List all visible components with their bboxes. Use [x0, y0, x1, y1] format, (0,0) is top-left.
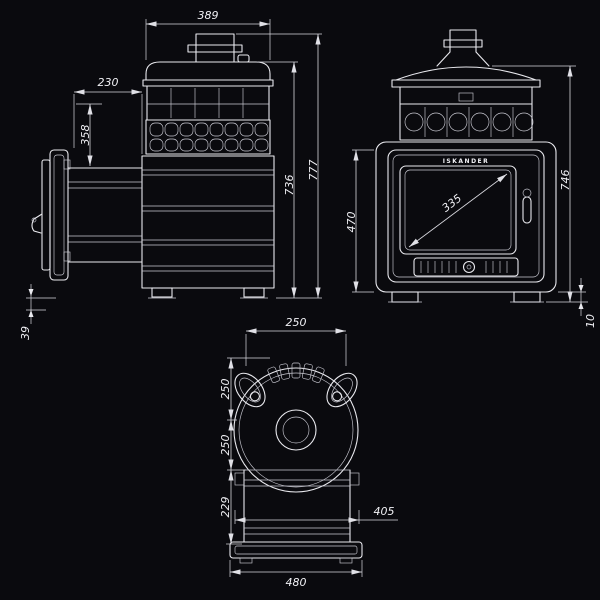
side-chimney — [187, 33, 250, 63]
dim-label-base-width: 405 — [374, 505, 395, 518]
side-convection-cells — [149, 122, 269, 152]
top-base-flange — [229, 541, 363, 564]
dim-tunnel-height: 358 — [76, 103, 102, 166]
front-view: ISKANDER 335 — [345, 29, 597, 328]
top-body — [234, 469, 360, 543]
side-fuel-tunnel — [31, 149, 143, 281]
dim-overall-width: 480 — [229, 560, 363, 589]
front-door-handle — [522, 188, 532, 224]
dim-label-top-depth-front: 250 — [219, 379, 232, 400]
top-tank-circle — [233, 367, 359, 493]
dim-top-width: 250 — [245, 316, 347, 366]
door-handle — [31, 213, 43, 234]
dim-label-overall-width: 480 — [286, 576, 307, 589]
glass-window — [399, 165, 517, 255]
dim-body-height: 736 — [258, 61, 322, 299]
front-tank-lid — [391, 66, 541, 88]
front-chimney — [436, 29, 490, 67]
brand-label: ISKANDER — [443, 158, 490, 165]
dim-foot-height: 10 — [558, 278, 597, 328]
dim-label-foot-height: 10 — [584, 314, 597, 328]
front-tank-body — [399, 86, 534, 141]
dim-label-tunnel-depth: 230 — [98, 76, 119, 89]
dim-side-top-width: 389 — [145, 9, 271, 60]
top-ear-right — [326, 372, 358, 408]
side-tank-lid — [142, 61, 274, 87]
dim-overall-height: 777 — [236, 33, 322, 298]
top-ear-left — [234, 372, 266, 408]
dim-label-side-top-width: 389 — [198, 9, 219, 22]
side-tank-body — [145, 85, 271, 155]
dim-base-width: 405 — [234, 505, 398, 524]
dim-top-depth-front: 250 — [219, 357, 270, 421]
dim-label-body-height: 736 — [283, 175, 296, 196]
side-firebox-body — [141, 155, 275, 299]
dim-base-height: 39 — [19, 284, 56, 340]
dim-label-tunnel-height: 358 — [79, 125, 92, 146]
dim-label-glass-diagonal: 335 — [440, 192, 465, 215]
dim-label-front-height: 746 — [559, 170, 572, 191]
top-view: 250 250 250 229 405 480 — [219, 316, 398, 589]
dim-label-top-depth-rear: 250 — [219, 435, 232, 456]
dim-glass-diagonal: 335 — [408, 173, 508, 248]
dim-label-base-height: 39 — [19, 326, 32, 340]
dim-front-height: 746 — [492, 65, 588, 303]
front-firebox: ISKANDER — [375, 141, 557, 303]
front-arch-ornaments — [404, 107, 534, 137]
dim-label-top-width: 250 — [286, 316, 307, 329]
dim-top-base-depth: 229 — [219, 470, 242, 545]
louver-vents — [267, 362, 325, 384]
dim-label-door-panel-height: 470 — [345, 212, 358, 233]
dim-tunnel-depth: 230 — [73, 76, 143, 154]
dim-label-top-base-depth: 229 — [219, 497, 232, 518]
dim-door-panel-height: 470 — [345, 149, 374, 293]
dim-top-depth-rear: 250 — [219, 420, 246, 471]
side-view: 389 230 358 736 777 39 — [19, 9, 322, 340]
dim-label-overall-height: 777 — [307, 160, 320, 181]
grate-vent-band — [413, 257, 519, 277]
